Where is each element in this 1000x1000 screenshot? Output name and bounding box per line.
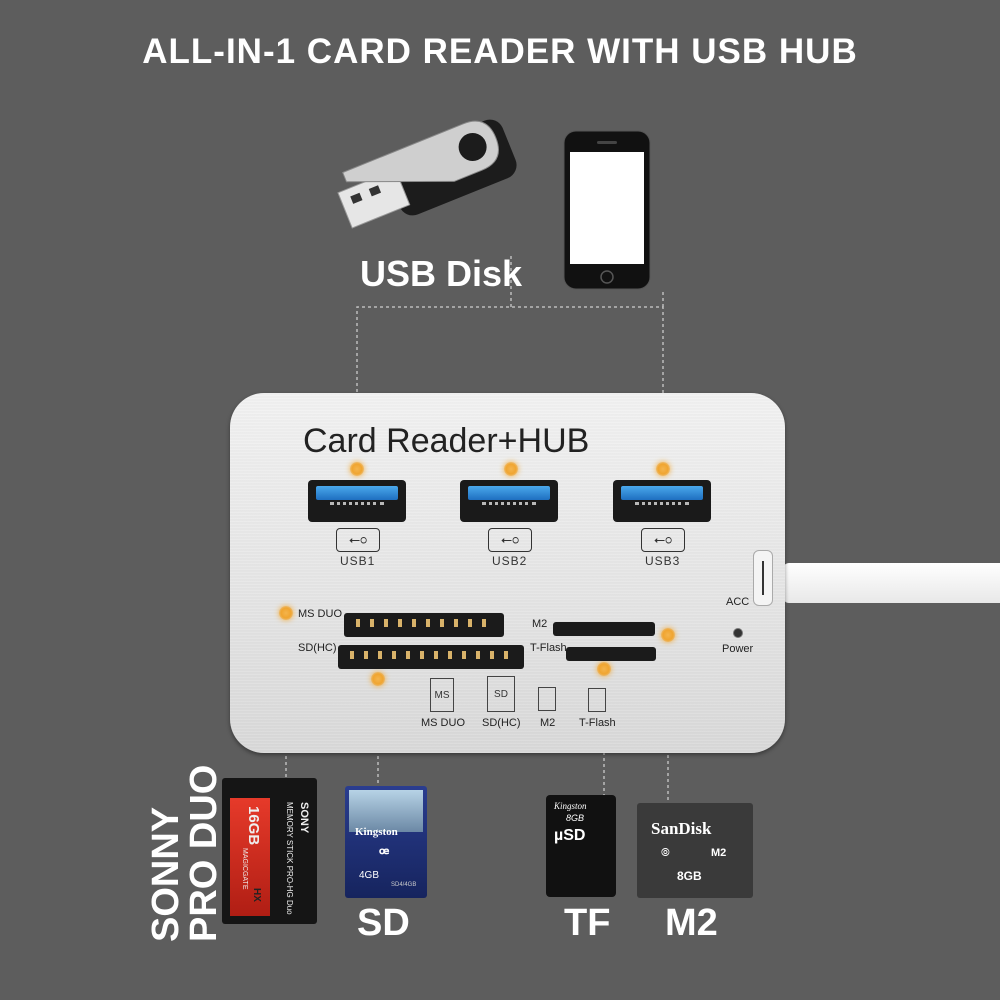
power-indicator — [733, 628, 743, 638]
usb-symbol-icon: ⭠⚬ — [336, 528, 380, 552]
smartphone-image — [563, 130, 651, 290]
micro-sd-logo-icon: µSD — [554, 827, 586, 844]
usb3-port[interactable] — [613, 480, 711, 522]
tf-card: Kingston 8GB µSD — [546, 795, 616, 897]
m2-card-capacity: 8GB — [677, 869, 702, 883]
m2-card-m2: M2 — [711, 847, 727, 859]
usb-cable — [783, 563, 1000, 603]
sd-hc-slot[interactable] — [338, 645, 524, 669]
usb-disk-label: USB Disk — [360, 253, 523, 294]
m2-label: M2 — [665, 902, 718, 944]
m2-indicator-dot — [661, 628, 675, 642]
t-flash-slot-label: T-Flash — [530, 642, 567, 654]
card-reader-hub — [230, 393, 785, 753]
sd-label: SD — [357, 902, 410, 944]
page-title: ALL-IN-1 CARD READER WITH USB HUB — [142, 32, 858, 71]
ms-card-line1: MEMORY STICK PRO-HG Duo — [285, 802, 294, 915]
usb1-indicator-dot — [350, 462, 364, 476]
sd-card: Kingston ꟹ 4GB SD4/4GB — [345, 786, 427, 898]
m2-card-brand: SanDisk — [651, 819, 712, 838]
usb-symbol-icon: ⭠⚬ — [641, 528, 685, 552]
sd-card-icon: SD — [487, 676, 515, 712]
t-flash-icon-label: T-Flash — [579, 717, 616, 729]
usb3-label: USB3 — [645, 554, 681, 568]
tf-card-capacity: 8GB — [566, 813, 585, 823]
usb3-indicator-dot — [656, 462, 670, 476]
sonny-pro-duo-label: SONNY PRO DUO — [145, 764, 225, 942]
ms-duo-card-icon: MS — [430, 678, 454, 712]
tf-card-icon — [588, 688, 606, 712]
tf-indicator-dot — [597, 662, 611, 676]
power-label: Power — [722, 643, 754, 655]
usb2-label: USB2 — [492, 554, 528, 568]
tf-label: TF — [564, 902, 611, 944]
usb2-port[interactable] — [460, 480, 558, 522]
sonny-label-line2: PRO DUO — [183, 764, 225, 942]
memory-stick-pro-duo-card: 16GB SONY MEMORY STICK PRO-HG Duo MAGICG… — [222, 778, 317, 924]
usb1-label: USB1 — [340, 554, 376, 568]
memory-stick-logo-icon: ⦾ — [661, 847, 670, 859]
t-flash-slot[interactable] — [566, 647, 656, 661]
ms-card-hx: HX — [251, 888, 262, 902]
m2-card-icon — [538, 687, 556, 711]
usb2-indicator-dot — [504, 462, 518, 476]
sd-hc-icon-label: SD(HC) — [482, 717, 521, 729]
m2-slot-label: M2 — [532, 618, 548, 630]
m2-card: SanDisk M2 ⦾ 8GB — [637, 803, 753, 898]
ms-card-line2: MAGICGATE — [241, 848, 248, 890]
ms-card-brand: SONY — [298, 802, 310, 834]
sonny-label-line1: SONNY — [145, 806, 187, 942]
sd-hc-slot-label: SD(HC) — [298, 642, 337, 654]
hub-title: Card Reader+HUB — [303, 422, 590, 460]
usb-flash-drive-image — [337, 119, 517, 229]
usb1-port[interactable] — [308, 480, 406, 522]
ms-duo-icon-label: MS DUO — [421, 717, 465, 729]
ms-indicator-dot — [279, 606, 293, 620]
usb-symbol-icon: ⭠⚬ — [488, 528, 532, 552]
sd-hc-logo-icon: ꟹ — [379, 846, 390, 863]
sd-indicator-dot — [371, 672, 385, 686]
sd-card-brand: Kingston — [355, 826, 398, 838]
acc-button[interactable] — [753, 550, 773, 606]
m2-slot[interactable] — [553, 622, 655, 636]
ms-duo-slot[interactable] — [344, 613, 504, 637]
acc-label: ACC — [726, 596, 750, 608]
m2-icon-label: M2 — [540, 717, 556, 729]
ms-card-capacity: 16GB — [245, 806, 262, 846]
sd-card-capacity: 4GB — [359, 870, 380, 881]
ms-duo-slot-label: MS DUO — [298, 608, 342, 620]
tf-card-brand: Kingston — [554, 801, 587, 811]
sd-card-sub: SD4/4GB — [391, 882, 417, 888]
